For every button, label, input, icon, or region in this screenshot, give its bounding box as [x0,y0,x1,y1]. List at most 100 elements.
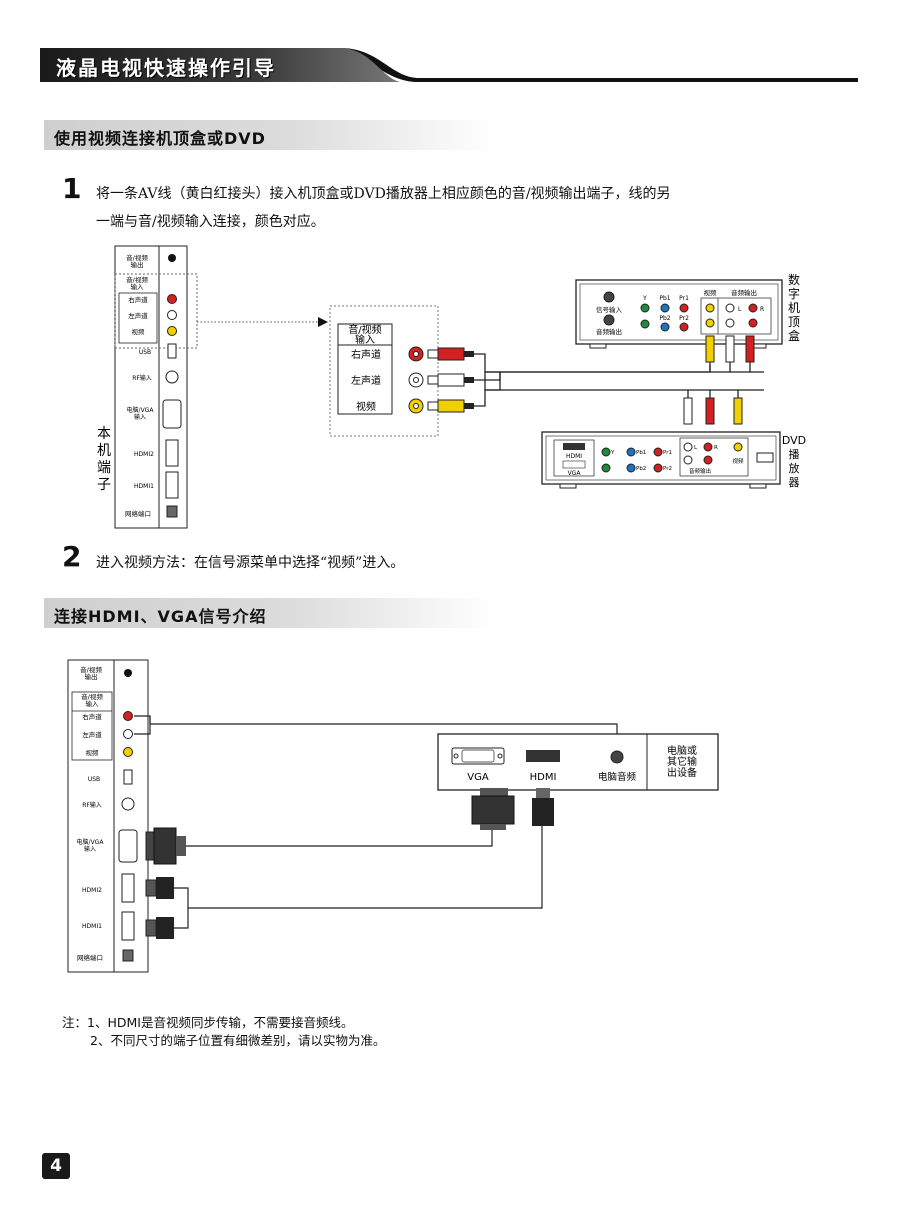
stb-pr2-label: Pr2 [679,315,689,322]
stb-name: 数字机顶盒 [788,272,800,343]
tv-side-plugs [145,827,186,939]
tv-panel-2: 音/视频输出 音/视频输入 右声道 左声道 视频 USB RF输入 电脑/VGA… [67,659,149,973]
usb-port-icon [167,343,177,359]
panel-av-out-l1: 音/视频 [126,253,148,262]
stb-r-label: R [760,306,764,313]
note-line2: 2、不同尺寸的端子位置有细微差别，请以实物为准。 [90,1033,386,1048]
diagram2: 音/视频输出 音/视频输入 右声道 左声道 视频 USB RF输入 电脑/VGA… [67,659,719,973]
rf-port-icon-2 [121,797,135,811]
panel2-left: 左声道 [82,730,102,739]
zoom-video-label: 视频 [356,400,376,413]
panel2-rf: RF输入 [82,801,102,809]
panel2-av-in: 音/视频输入 [81,692,103,708]
panel-av-out-l2: 输出 [131,260,144,269]
panel-usb-label: USB [139,349,151,356]
step2-number: 2 [62,540,82,573]
section1-bar [44,120,494,150]
dvd-r-label: R [714,445,718,451]
dvd-pb1-label: Pb1 [636,450,646,456]
diagram1: 音/视频输出 音/视频输入 右声道 左声道 视频 USB RF输入 电脑/VGA… [97,245,806,529]
stb-device: 信号输入 音频输出 Y Pb1 Pb2 Pr1 Pr2 视频 音频输出 L R [575,279,783,363]
step1-number: 1 [62,172,82,205]
dvd-y-label: Y [610,450,615,456]
hdmi2-port-icon [165,439,179,467]
stb-audio-out: 音频输出 [596,327,622,336]
dvd-pb2-label: Pb2 [636,466,646,472]
panel-left-jack [167,310,177,320]
panel-right-label: 右声道 [128,295,148,304]
panel2-right: 右声道 [82,712,102,721]
rca-plugs-zoom [427,347,474,413]
av-out-jack [168,254,176,262]
dvd-audio-out-label: 音频输出 [689,467,711,475]
panel-av-in-label: 音/视频输入 [126,275,148,291]
zoom-left-label: 左声道 [351,374,381,387]
hdmi1-port-icon [165,471,179,499]
dvd-device: HDMI VGA Y Pb1 Pb2 Pr1 Pr2 L R 视频 音频输出 [541,397,781,489]
pc-audio-label: 电脑音频 [598,771,637,783]
vga-port-icon-2 [118,829,138,863]
step2-text: 进入视频方法：在信号源菜单中选择“视频”进入。 [96,555,405,571]
section2-bar [44,598,494,628]
dvd-vga-label: VGA [568,470,582,477]
panel-hdmi2-label: HDMI2 [134,451,154,458]
dvd-hdmi-label: HDMI [566,453,582,460]
panel2-av-out: 音/视频输出 [80,665,102,681]
hdmi2-port-icon-2 [121,873,135,903]
zoom-box: 音/视频输入 右声道 左声道 视频 [329,305,439,437]
panel-av-out-label: 音/视频输出 [126,253,148,269]
dvd-l-label: L [694,445,698,451]
stb-signal-in: 信号输入 [596,305,623,314]
pc-side-plugs [471,788,554,830]
av-cables [474,353,764,407]
zoom-header: 音/视频输入 [348,323,381,346]
panel2-video: 视频 [86,748,100,757]
stb-pb2-label: Pb2 [659,315,670,322]
dvd-pr1-label: Pr1 [663,450,672,456]
page-number: 4 [42,1153,70,1179]
panel2-usb: USB [88,776,100,783]
tv-panel: 音/视频输出 音/视频输入 右声道 左声道 视频 USB RF输入 电脑/VGA… [114,245,198,529]
usb-port-icon-2 [123,769,133,785]
panel-video-label: 视频 [132,327,146,336]
panel2-hdmi1: HDMI1 [82,923,102,930]
header-band [40,48,858,82]
note-line1: 注：1、HDMI是音视频同步传输，不需要接音频线。 [62,1015,354,1030]
stb-pr1-label: Pr1 [679,295,689,302]
panel2-hdmi2: HDMI2 [82,887,102,894]
stb-pb1-label: Pb1 [659,295,670,302]
vga-port-icon [162,399,182,429]
rf-port-icon [165,370,179,384]
stb-video-label: 视频 [704,288,718,297]
panel-right-jack [167,294,177,304]
pc-vga-label: VGA [467,772,489,783]
stb-l-label: L [738,306,742,313]
header-title: 液晶电视快速操作引导 [56,56,276,80]
zoom-arrow-head [318,317,328,327]
panel-rf-label: RF输入 [132,374,152,382]
network-port-icon-2 [122,949,134,962]
panel-hdmi1-label: HDMI1 [134,483,154,490]
stb-audio-group-label: 音频输出 [731,288,757,297]
step1-line2: 一端与音/视频输入连接，颜色对应。 [96,214,325,230]
panel-video-jack [167,326,177,336]
pc-hdmi-label: HDMI [530,772,557,783]
network-port-icon [166,505,178,518]
step1-line1: 将一条AV线（黄白红接头）接入机顶盒或DVD播放器上相应颜色的音/视频输出端子，… [96,186,671,202]
panel-left-label: 左声道 [128,311,148,320]
panel2-network: 网络端口 [77,953,103,962]
hdmi1-port-icon-2 [121,911,135,941]
dvd-pr2-label: Pr2 [663,466,672,472]
side-label: 本机端子 [97,426,111,493]
section2-title: 连接HDMI、VGA信号介绍 [54,607,267,626]
section1-title: 使用视频连接机顶盒或DVD [54,129,266,148]
pc-device-name: 电脑或其它输出设备 [667,744,697,779]
pc-device: VGA HDMI 电脑音频 电脑或其它输出设备 [437,733,719,791]
stb-y-label: Y [642,295,647,302]
dvd-video-label: 视频 [732,457,744,465]
zoom-right-label: 右声道 [351,348,381,361]
panel-network-label: 网络端口 [125,509,151,518]
